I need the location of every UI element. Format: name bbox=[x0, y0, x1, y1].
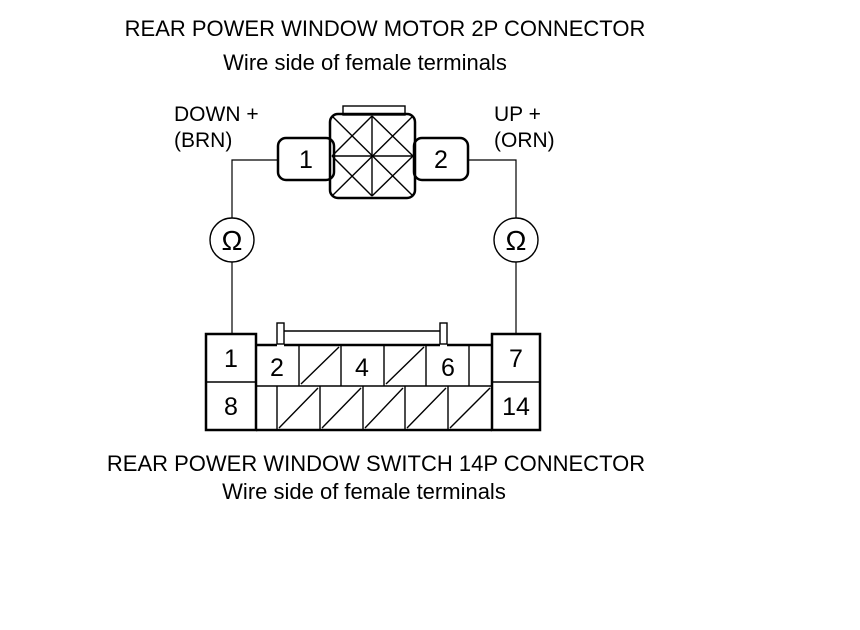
switch-connector-housing bbox=[204, 332, 542, 432]
right-ohm-icon: Ω bbox=[506, 225, 527, 256]
test-leads bbox=[231, 159, 517, 334]
motor-connector-cavity-pattern bbox=[331, 115, 414, 197]
switch-pin-7: 7 bbox=[509, 345, 523, 373]
right-test-lead-upper bbox=[468, 159, 517, 218]
motor-terminal-1-housing bbox=[276, 136, 336, 182]
switch-pin-4: 4 bbox=[355, 354, 369, 382]
motor-connector-subtitle: Wire side of female terminals bbox=[223, 50, 507, 75]
switch-connector-title: REAR POWER WINDOW SWITCH 14P CONNECTOR bbox=[107, 451, 645, 476]
left-test-lead-upper bbox=[231, 159, 278, 218]
left-ohm-icon: Ω bbox=[222, 225, 243, 256]
motor-connector-title: REAR POWER WINDOW MOTOR 2P CONNECTOR bbox=[125, 16, 646, 41]
switch-pin-8: 8 bbox=[224, 393, 238, 421]
motor-terminal-1: 1 bbox=[299, 146, 313, 174]
up-wire-color: (ORN) bbox=[494, 129, 555, 152]
switch-connector-grid bbox=[206, 345, 540, 430]
right-ohmmeter: Ω bbox=[493, 217, 539, 263]
right-ohmmeter-circle bbox=[493, 217, 539, 263]
switch-pin-2: 2 bbox=[270, 354, 284, 382]
switch-pin-1: 1 bbox=[224, 345, 238, 373]
switch-connector-subtitle: Wire side of female terminals bbox=[222, 479, 506, 504]
motor-terminal-2: 2 bbox=[434, 146, 448, 174]
up-plus-label: UP + bbox=[494, 103, 541, 126]
switch-14p-connector: 1 2 4 6 7 8 14 bbox=[204, 322, 542, 432]
left-ohmmeter-circle bbox=[209, 217, 255, 263]
left-ohmmeter: Ω bbox=[209, 217, 255, 263]
switch-pin-14: 14 bbox=[502, 393, 530, 421]
motor-connector-body bbox=[328, 112, 417, 200]
switch-pin-6: 6 bbox=[441, 354, 455, 382]
switch-connector-latch bbox=[276, 322, 448, 345]
down-wire-color: (BRN) bbox=[174, 129, 232, 152]
motor-2p-connector: 1 2 bbox=[276, 105, 470, 200]
down-plus-label: DOWN + bbox=[174, 103, 259, 126]
